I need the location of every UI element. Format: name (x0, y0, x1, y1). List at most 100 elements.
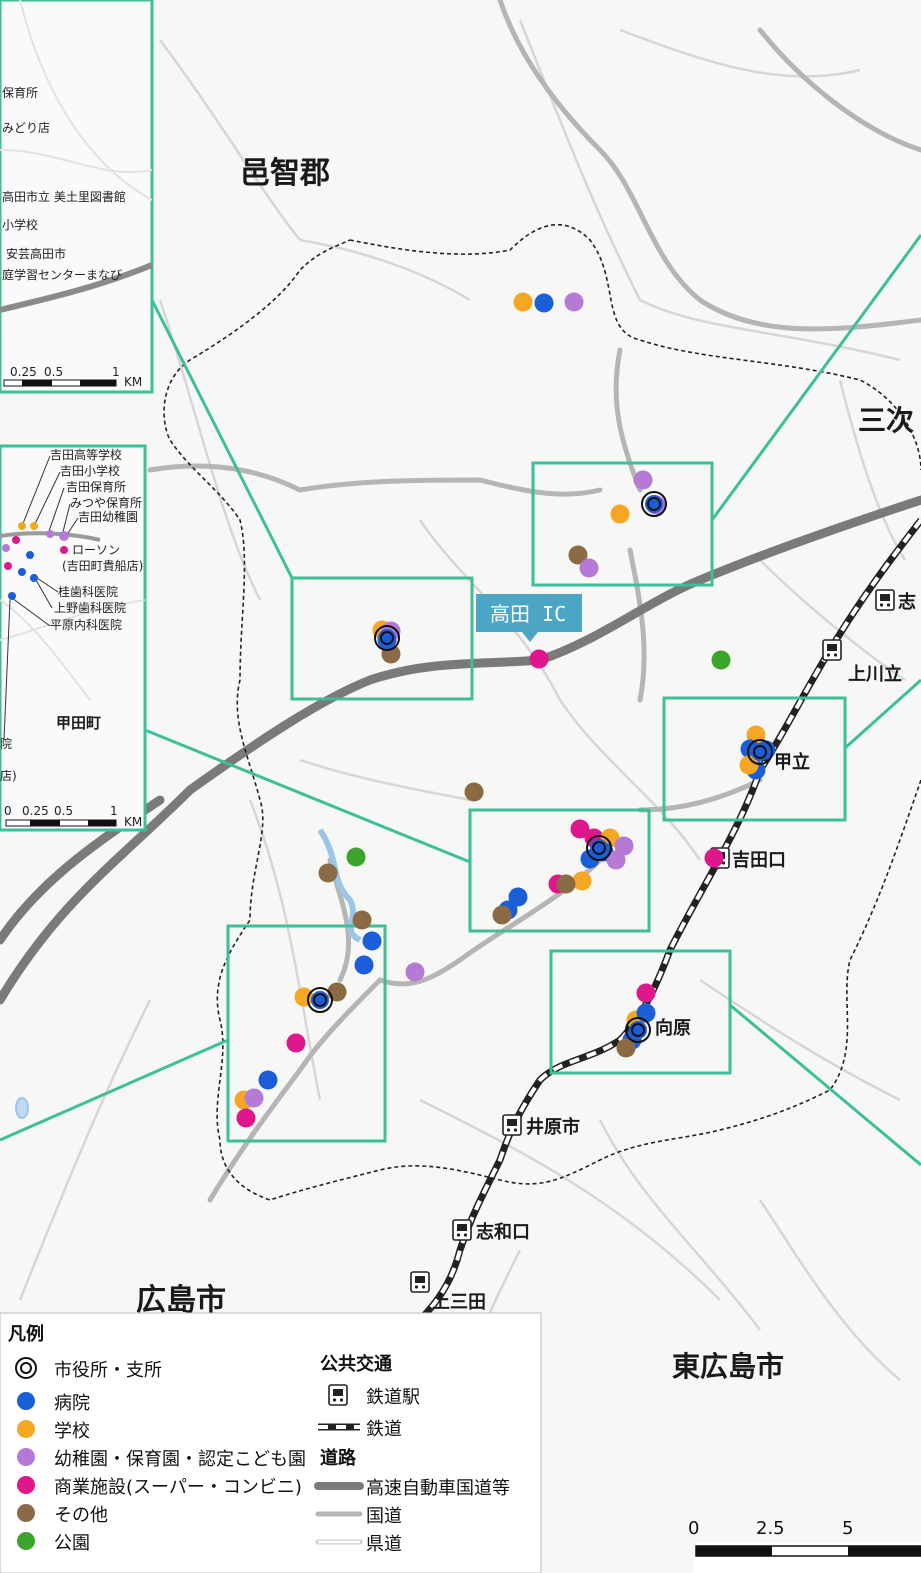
hospital-marker (508, 887, 528, 907)
other-marker (327, 982, 347, 1002)
station-icon (502, 1114, 522, 1136)
inset-left-scale: 0.25 (22, 804, 49, 818)
cityhall-ring (374, 625, 400, 651)
commercial-marker (286, 1033, 306, 1053)
cityhall-icon (15, 1357, 37, 1379)
other-marker (352, 910, 372, 930)
legend-national-road: 国道 (366, 1506, 402, 1527)
cityhall-ring (747, 739, 773, 765)
other-marker (568, 545, 588, 565)
commercial-marker (570, 819, 590, 839)
kinder-marker (606, 850, 626, 870)
school-marker (739, 755, 759, 775)
inset-connectors (0, 234, 921, 1167)
inset-top-scale: 1 (112, 365, 120, 379)
railway (386, 517, 921, 1382)
station-kouta: 甲立 (774, 751, 810, 773)
legend-hospital: 病院 (54, 1393, 90, 1414)
inset-top-label: 高田市立 美土里図書館 (2, 189, 126, 204)
station-icon (410, 1271, 430, 1293)
commercial-icon (17, 1476, 35, 1494)
cityhall-ring (380, 631, 394, 645)
station-shiwaguchi: 志和口 (476, 1221, 530, 1243)
inset-left-edge-text: 店) (0, 769, 17, 783)
legend-station: 鉄道駅 (366, 1387, 420, 1408)
legend-prefectural-road: 県道 (366, 1534, 402, 1555)
hospital-marker (534, 293, 554, 313)
prefectural-roads (18, 19, 907, 1481)
cityhall-ring (753, 745, 767, 759)
hospital-marker (258, 1070, 278, 1090)
inset-left-koda-town: 甲田町 (56, 714, 101, 732)
school-marker (294, 987, 314, 1007)
commercial-marker (704, 848, 724, 868)
hospital-marker (636, 1003, 656, 1023)
legend-park: 公園 (54, 1533, 90, 1554)
station-icon (822, 639, 842, 661)
commercial-marker (636, 983, 656, 1003)
kinder-marker (579, 558, 599, 578)
school-marker (610, 504, 630, 524)
frame-yoshida (468, 808, 651, 933)
cityhall-ring (647, 497, 661, 511)
inset-top-scale: 0.5 (44, 365, 63, 379)
station-shi: 志 (898, 591, 916, 613)
kinder-marker (614, 836, 634, 856)
kindergarten-icon (17, 1448, 35, 1466)
station-yoshidaguchi: 吉田口 (732, 849, 786, 871)
frame-yachiyo (226, 924, 387, 1143)
inset-left-label: 吉田保育所 (66, 479, 126, 494)
park-marker (346, 847, 366, 867)
scale-bar: 0 2.5 5 (688, 1518, 921, 1573)
cityhall-ring (307, 987, 333, 1013)
kinder-marker (633, 470, 653, 490)
legend-school: 学校 (54, 1421, 90, 1442)
station-mukaihara: 向原 (655, 1017, 691, 1039)
stations: 志 上川立 甲立 吉田口 向原 井原市 志和口 上三田 (410, 589, 916, 1313)
inset-top-label: 小学校 (2, 217, 38, 232)
inset-top-label: 安芸高田市 (6, 246, 66, 261)
hospital-marker (354, 955, 374, 975)
inset-top-label: 庭学習センターまなび (2, 267, 122, 282)
legend-title: 凡例 (8, 1323, 44, 1345)
ic-label: 高田 IC (490, 602, 566, 626)
inset-left-scale: 0 (4, 804, 12, 818)
inset-left-label: ローソン (72, 543, 120, 557)
cityhall-ring (641, 491, 667, 517)
park-icon (17, 1532, 35, 1550)
hospital-icon (17, 1392, 35, 1410)
inset-top-scale: KM (124, 375, 142, 389)
inset-top-label: 保育所 (2, 85, 38, 100)
school-icon (17, 1420, 35, 1438)
inset-left-edge-text: 院 (0, 737, 12, 751)
scale-label: 5 (842, 1518, 853, 1539)
inset-top-label: みどり店 (2, 121, 50, 135)
other-marker (492, 905, 512, 925)
legend-railway: 鉄道 (366, 1419, 402, 1440)
commercial-marker (529, 649, 549, 669)
cityhall-ring (625, 1017, 651, 1043)
kinder-marker (244, 1088, 264, 1108)
scale-label: 2.5 (756, 1518, 785, 1539)
inset-left-label: 上野歯科医院 (54, 601, 126, 615)
label-miyoshi: 三次 (858, 404, 914, 437)
inset-left-scale: KM (124, 815, 142, 829)
frame-takata (290, 576, 474, 701)
cityhall-ring (631, 1023, 645, 1037)
other-marker (616, 1038, 636, 1058)
label-hiroshima: 広島市 (136, 1283, 226, 1318)
park-marker (711, 650, 731, 670)
other-icon (17, 1504, 35, 1522)
hospital-marker (362, 931, 382, 951)
legend-other: その他 (54, 1505, 108, 1526)
inset-left-label: 平原内科医院 (50, 618, 122, 632)
legend-kindergarten: 幼稚園・保育園・認定こども園 (54, 1449, 306, 1470)
cityhall-ring (592, 841, 606, 855)
legend: 凡例 市役所・支所 病院 学校 幼稚園・保育園・認定こども園 商業施設(スーパー… (0, 1312, 542, 1573)
inset-left-scale: 1 (110, 804, 118, 818)
commercial-marker (236, 1108, 256, 1128)
legend-expressway: 高速自動車国道等 (366, 1478, 510, 1499)
label-higashihiroshima: 東広島市 (672, 1350, 784, 1383)
station-icon (328, 1384, 348, 1406)
